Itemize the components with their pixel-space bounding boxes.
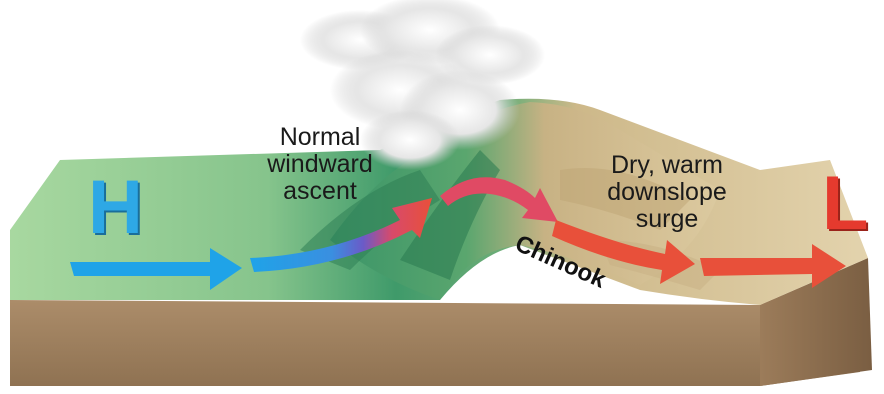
leeward-label: Dry, warm downslope surge xyxy=(592,152,742,233)
windward-line-1: Normal xyxy=(250,124,390,151)
leeward-line-1: Dry, warm xyxy=(592,152,742,179)
leeward-line-3: surge xyxy=(592,206,742,233)
windward-line-2: windward xyxy=(250,151,390,178)
windward-line-3: ascent xyxy=(250,178,390,205)
high-pressure-label: H xyxy=(88,170,143,246)
low-pressure-label: L xyxy=(822,166,868,242)
windward-label: Normal windward ascent xyxy=(250,124,390,205)
leeward-line-2: downslope xyxy=(592,179,742,206)
